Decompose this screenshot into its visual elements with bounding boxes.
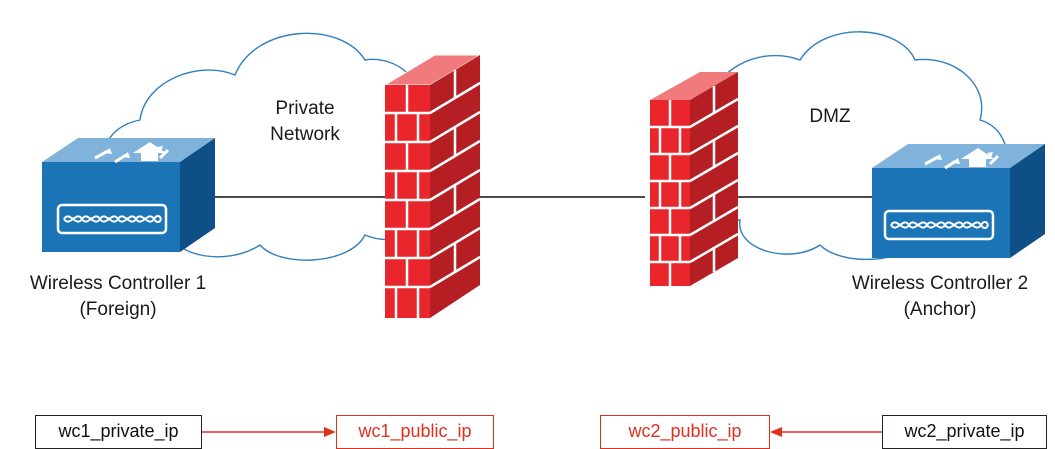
private-network-label: Private Network [270,98,340,145]
wc2-role-label: (Anchor) [903,299,977,320]
wc2-private-ip-box: wc2_private_ip [882,415,1047,449]
wireless-controller-2-icon [872,144,1045,258]
wc1-private-ip-box: wc1_private_ip [35,415,202,449]
wc2-name-label: Wireless Controller 2 [851,273,1029,294]
wc1-public-ip-box: wc1_public_ip [336,415,494,449]
wc1-name-label: Wireless Controller 1 [29,273,207,294]
firewall-1-icon [383,54,482,318]
wc1-role-label: (Foreign) [79,299,157,320]
wireless-controller-1-icon [42,138,215,252]
wc2-public-ip-box: wc2_public_ip [600,415,770,449]
firewall-2-icon [650,72,739,286]
dmz-label: DMZ [809,106,851,127]
